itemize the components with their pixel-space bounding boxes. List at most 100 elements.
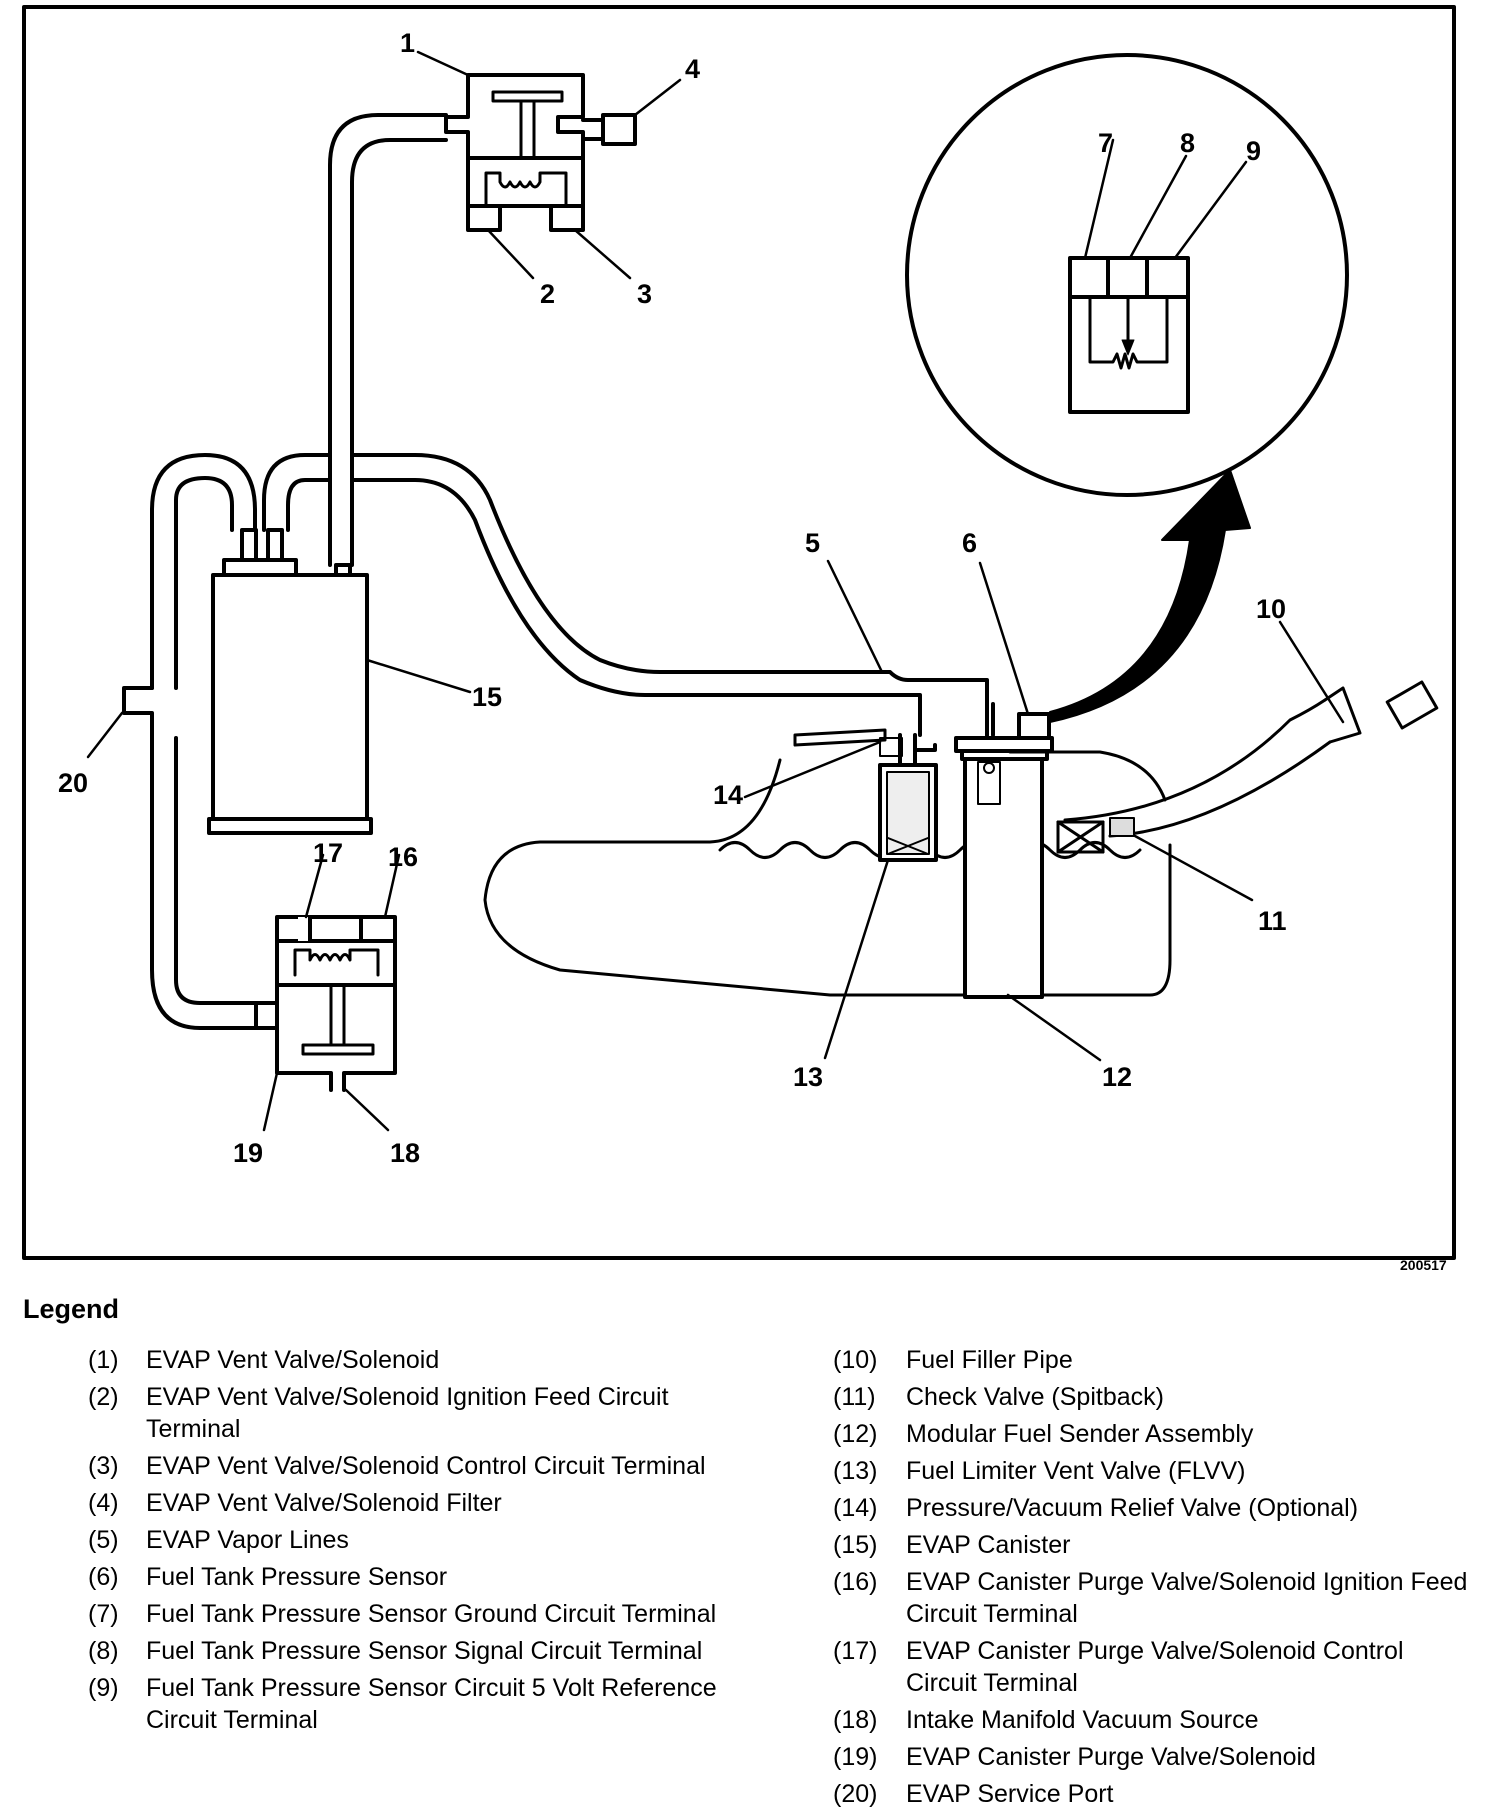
vent-filter — [601, 113, 637, 146]
legend-num: (17) — [833, 1637, 878, 1665]
legend-num: (4) — [88, 1489, 119, 1517]
callout-14: 14 — [713, 780, 743, 810]
evap-vapor-lines — [122, 113, 989, 1030]
fuel-limiter-vent-valve — [793, 728, 938, 862]
legend-item: (9) Fuel Tank Pressure Sensor Circuit 5 V… — [88, 1672, 728, 1736]
figure-id: 200517 — [1400, 1257, 1447, 1273]
legend-text: Fuel Tank Pressure Sensor Circuit 5 Volt… — [146, 1674, 717, 1734]
legend-text: Fuel Tank Pressure Sensor — [146, 1563, 448, 1591]
legend-text: Fuel Filler Pipe — [906, 1346, 1073, 1374]
legend-text: EVAP Canister Purge Valve/Solenoid Contr… — [906, 1637, 1404, 1697]
legend-column-left: (1) EVAP Vent Valve/Solenoid (2) EVAP Vent… — [88, 1344, 728, 1741]
legend-text: Fuel Tank Pressure Sensor Ground Circuit… — [146, 1600, 717, 1628]
legend-item: (1) EVAP Vent Valve/Solenoid — [88, 1344, 728, 1376]
legend-item: (18) Intake Manifold Vacuum Source — [833, 1704, 1473, 1736]
callout-13: 13 — [793, 1062, 823, 1092]
legend-num: (18) — [833, 1706, 878, 1734]
legend-num: (6) — [88, 1563, 119, 1591]
legend-item: (15) EVAP Canister — [833, 1529, 1473, 1561]
callout-15: 15 — [472, 682, 502, 712]
callout-3: 3 — [637, 279, 652, 309]
evap-canister — [207, 528, 373, 835]
legend-item: (5) EVAP Vapor Lines — [88, 1524, 728, 1556]
legend-item: (16) EVAP Canister Purge Valve/Solenoid I… — [833, 1566, 1473, 1630]
callout-1: 1 — [400, 28, 415, 58]
callout-7: 7 — [1098, 128, 1113, 158]
legend-text: EVAP Vent Valve/Solenoid Ignition Feed C… — [146, 1383, 669, 1443]
legend-num: (11) — [833, 1383, 876, 1411]
legend-num: (8) — [88, 1637, 119, 1665]
evap-vent-valve-solenoid — [444, 73, 637, 232]
legend-column-right: (10) Fuel Filler Pipe (11) Check Valve (Sp… — [833, 1344, 1473, 1815]
legend-item: (2) EVAP Vent Valve/Solenoid Ignition Fee… — [88, 1381, 728, 1445]
legend-num: (7) — [88, 1600, 119, 1628]
callout-11: 11 — [1258, 906, 1287, 936]
legend-num: (14) — [833, 1494, 878, 1522]
callout-16: 16 — [388, 842, 418, 872]
detail-arrow — [1049, 469, 1251, 723]
legend-item: (10) Fuel Filler Pipe — [833, 1344, 1473, 1376]
evap-system-diagram: 1 2 3 4 5 6 7 8 9 10 11 12 13 14 15 16 1… — [22, 5, 1456, 1260]
callout-8: 8 — [1180, 128, 1195, 158]
legend-text: Fuel Limiter Vent Valve (FLVV) — [906, 1457, 1246, 1485]
legend-num: (13) — [833, 1457, 878, 1485]
fuel-tank-pressure-sensor — [1017, 712, 1051, 740]
legend-item: (3) EVAP Vent Valve/Solenoid Control Circ… — [88, 1450, 728, 1482]
callout-9: 9 — [1246, 136, 1261, 166]
callout-19: 19 — [233, 1138, 263, 1168]
legend-item: (12) Modular Fuel Sender Assembly — [833, 1418, 1473, 1450]
callout-20: 20 — [58, 768, 88, 798]
legend-text: EVAP Canister Purge Valve/Solenoid Ignit… — [906, 1568, 1468, 1628]
modular-fuel-sender-assembly — [954, 702, 1054, 999]
legend-num: (3) — [88, 1452, 119, 1480]
legend-title: Legend — [23, 1294, 120, 1324]
legend-item: (14) Pressure/Vacuum Relief Valve (Option… — [833, 1492, 1473, 1524]
legend-item: (11) Check Valve (Spitback) — [833, 1381, 1473, 1413]
callout-2: 2 — [540, 279, 555, 309]
legend-num: (5) — [88, 1526, 119, 1554]
legend-item: (19) EVAP Canister Purge Valve/Solenoid — [833, 1741, 1473, 1773]
legend-item: (8) Fuel Tank Pressure Sensor Signal Circ… — [88, 1635, 728, 1667]
legend-text: EVAP Vapor Lines — [146, 1526, 349, 1554]
legend-text: EVAP Canister — [906, 1531, 1071, 1559]
legend-text: Intake Manifold Vacuum Source — [906, 1706, 1259, 1734]
legend-item: (4) EVAP Vent Valve/Solenoid Filter — [88, 1487, 728, 1519]
legend-num: (16) — [833, 1568, 878, 1596]
legend-text: Fuel Tank Pressure Sensor Signal Circuit… — [146, 1637, 703, 1665]
legend-text: EVAP Vent Valve/Solenoid Filter — [146, 1489, 502, 1517]
fuel-filler-pipe — [1056, 680, 1439, 854]
legend-item: (7) Fuel Tank Pressure Sensor Ground Circ… — [88, 1598, 728, 1630]
legend-text: EVAP Service Port — [906, 1780, 1114, 1808]
legend-num: (20) — [833, 1780, 878, 1808]
pressure-sensor-detail — [905, 53, 1349, 497]
callout-numbers: 1 2 3 4 5 6 7 8 9 10 11 12 13 14 15 16 1… — [58, 28, 1287, 1168]
callout-6: 6 — [962, 528, 977, 558]
legend-num: (2) — [88, 1383, 119, 1411]
legend-item: (13) Fuel Limiter Vent Valve (FLVV) — [833, 1455, 1473, 1487]
legend-num: (1) — [88, 1346, 119, 1374]
legend-item: (17) EVAP Canister Purge Valve/Solenoid C… — [833, 1635, 1473, 1699]
legend-item: (20) EVAP Service Port — [833, 1778, 1473, 1810]
legend-num: (12) — [833, 1420, 878, 1448]
callout-10: 10 — [1256, 594, 1286, 624]
legend-text: Check Valve (Spitback) — [906, 1383, 1164, 1411]
legend-num: (15) — [833, 1531, 878, 1559]
legend-text: EVAP Vent Valve/Solenoid — [146, 1346, 440, 1374]
callout-12: 12 — [1102, 1062, 1132, 1092]
legend-text: EVAP Canister Purge Valve/Solenoid — [906, 1743, 1316, 1771]
check-valve — [1056, 820, 1105, 854]
legend-text: EVAP Vent Valve/Solenoid Control Circuit… — [146, 1452, 706, 1480]
fuel-tank — [483, 750, 1172, 997]
legend-text: Modular Fuel Sender Assembly — [906, 1420, 1254, 1448]
evap-purge-valve-solenoid — [254, 915, 397, 1092]
callout-17: 17 — [313, 838, 343, 868]
callout-18: 18 — [390, 1138, 420, 1168]
legend-num: (9) — [88, 1674, 119, 1702]
legend-num: (10) — [833, 1346, 878, 1374]
legend-text: Pressure/Vacuum Relief Valve (Optional) — [906, 1494, 1359, 1522]
legend-num: (19) — [833, 1743, 878, 1771]
callout-5: 5 — [805, 528, 820, 558]
leader-lines — [86, 50, 1345, 1132]
diagram-frame — [22, 5, 1456, 1260]
callout-4: 4 — [685, 54, 700, 84]
